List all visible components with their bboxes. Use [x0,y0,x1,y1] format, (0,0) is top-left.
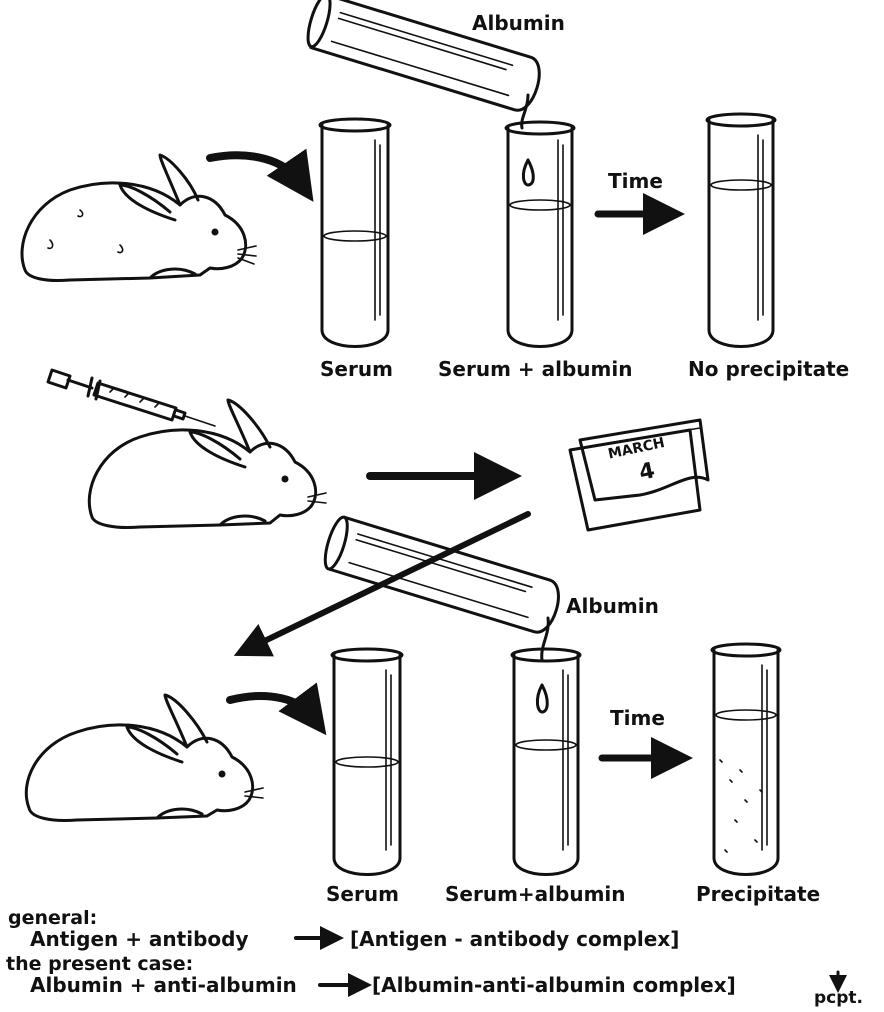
test-tube-serum-albumin-top [506,122,574,347]
general-equation-right: [Antigen - antibody complex] [350,927,679,951]
syringe-icon [48,370,215,426]
arrow-rabbit-to-serum-top [210,155,300,182]
tube-label-no-precipitate: No precipitate [688,357,849,381]
test-tube-serum-albumin-bottom [512,649,580,875]
albumin-label-bottom: Albumin [566,594,659,618]
calendar-icon: MARCH 4 [570,420,708,530]
rabbit-icon [22,155,256,281]
arrow-calendar-to-rabbit [250,514,528,648]
albumin-tube-pouring-bottom [321,515,564,636]
case-label: the present case: [6,953,193,975]
tube-label-serum-albumin-top: Serum + albumin [438,357,632,381]
test-tube-serum-bottom [332,649,402,875]
albumin-stream-bottom [542,618,549,660]
arrow-rabbit-to-serum-bottom [230,696,312,716]
tube-label-serum-bottom: Serum [326,882,399,906]
general-label: general: [8,907,97,929]
tube-label-serum-albumin-bottom: Serum+albumin [445,882,626,906]
case-equation-left: Albumin + anti-albumin [30,973,297,997]
albumin-label-top: Albumin [472,11,565,35]
pcpt-label: pcpt. [814,988,863,1007]
rabbit-icon-immunized [26,695,263,821]
test-tube-precipitate [712,644,780,875]
general-equation-left: Antigen + antibody [30,927,249,951]
time-label-top: Time [608,169,663,193]
calendar-day: 4 [637,458,657,486]
case-equation-right: [Albumin-anti-albumin complex] [372,973,736,997]
rabbit-icon-injected [89,400,326,528]
test-tube-serum-top [320,119,390,347]
tube-label-precipitate: Precipitate [696,882,820,906]
time-label-bottom: Time [610,706,665,730]
test-tube-no-precipitate [707,114,775,347]
tube-label-serum-top: Serum [320,357,393,381]
